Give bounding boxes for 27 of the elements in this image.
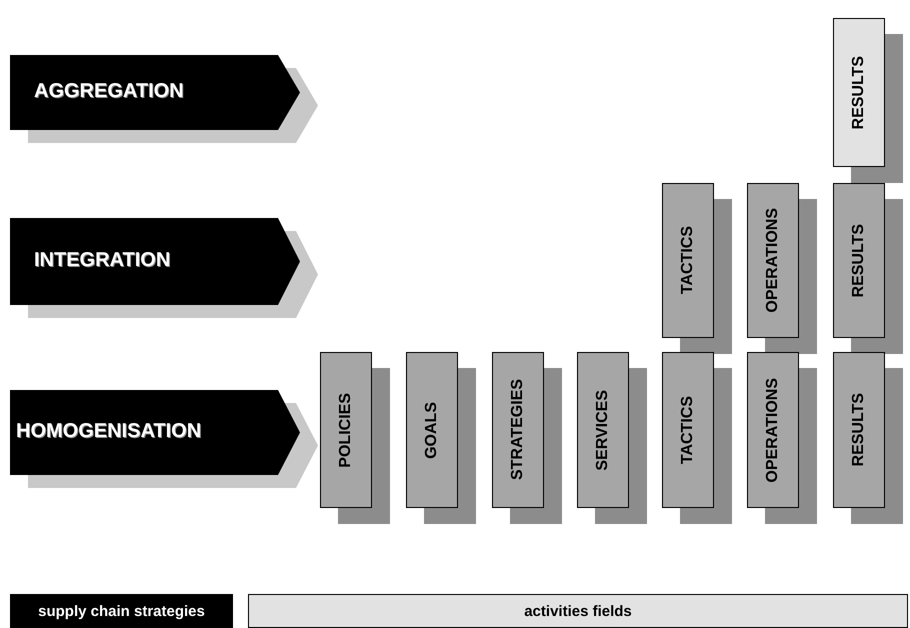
category-label: STRATEGIES: [509, 379, 527, 481]
category-label: RESULTS: [850, 393, 868, 467]
stage-label: AGGREGATION: [34, 80, 184, 102]
category-label: TACTICS: [679, 396, 697, 464]
label-bar: activities fields: [248, 594, 908, 628]
category-box: [747, 352, 799, 508]
category-label: RESULTS: [850, 224, 868, 298]
category-box: [833, 183, 885, 338]
category-box: [577, 352, 629, 508]
category-label: TACTICS: [679, 226, 697, 295]
category-box: [747, 183, 799, 338]
stage-label: INTEGRATION: [34, 248, 170, 272]
stage-label: HOMOGENISATION: [16, 420, 202, 442]
category-box: [662, 352, 714, 508]
category-label: SERVICES: [594, 390, 612, 470]
category-box: [320, 352, 372, 508]
label-bar: supply chain strategies: [10, 594, 233, 628]
category-box: [492, 352, 544, 508]
category-label: GOALS: [423, 402, 441, 458]
category-label: RESULTS: [850, 56, 868, 130]
category-box: [662, 183, 714, 338]
category-box: [406, 352, 458, 508]
category-box: [833, 352, 885, 508]
category-box: [833, 18, 885, 167]
category-label: OPERATIONS: [764, 208, 782, 313]
category-label: OPERATIONS: [764, 378, 782, 482]
category-label: POLICIES: [337, 392, 355, 468]
